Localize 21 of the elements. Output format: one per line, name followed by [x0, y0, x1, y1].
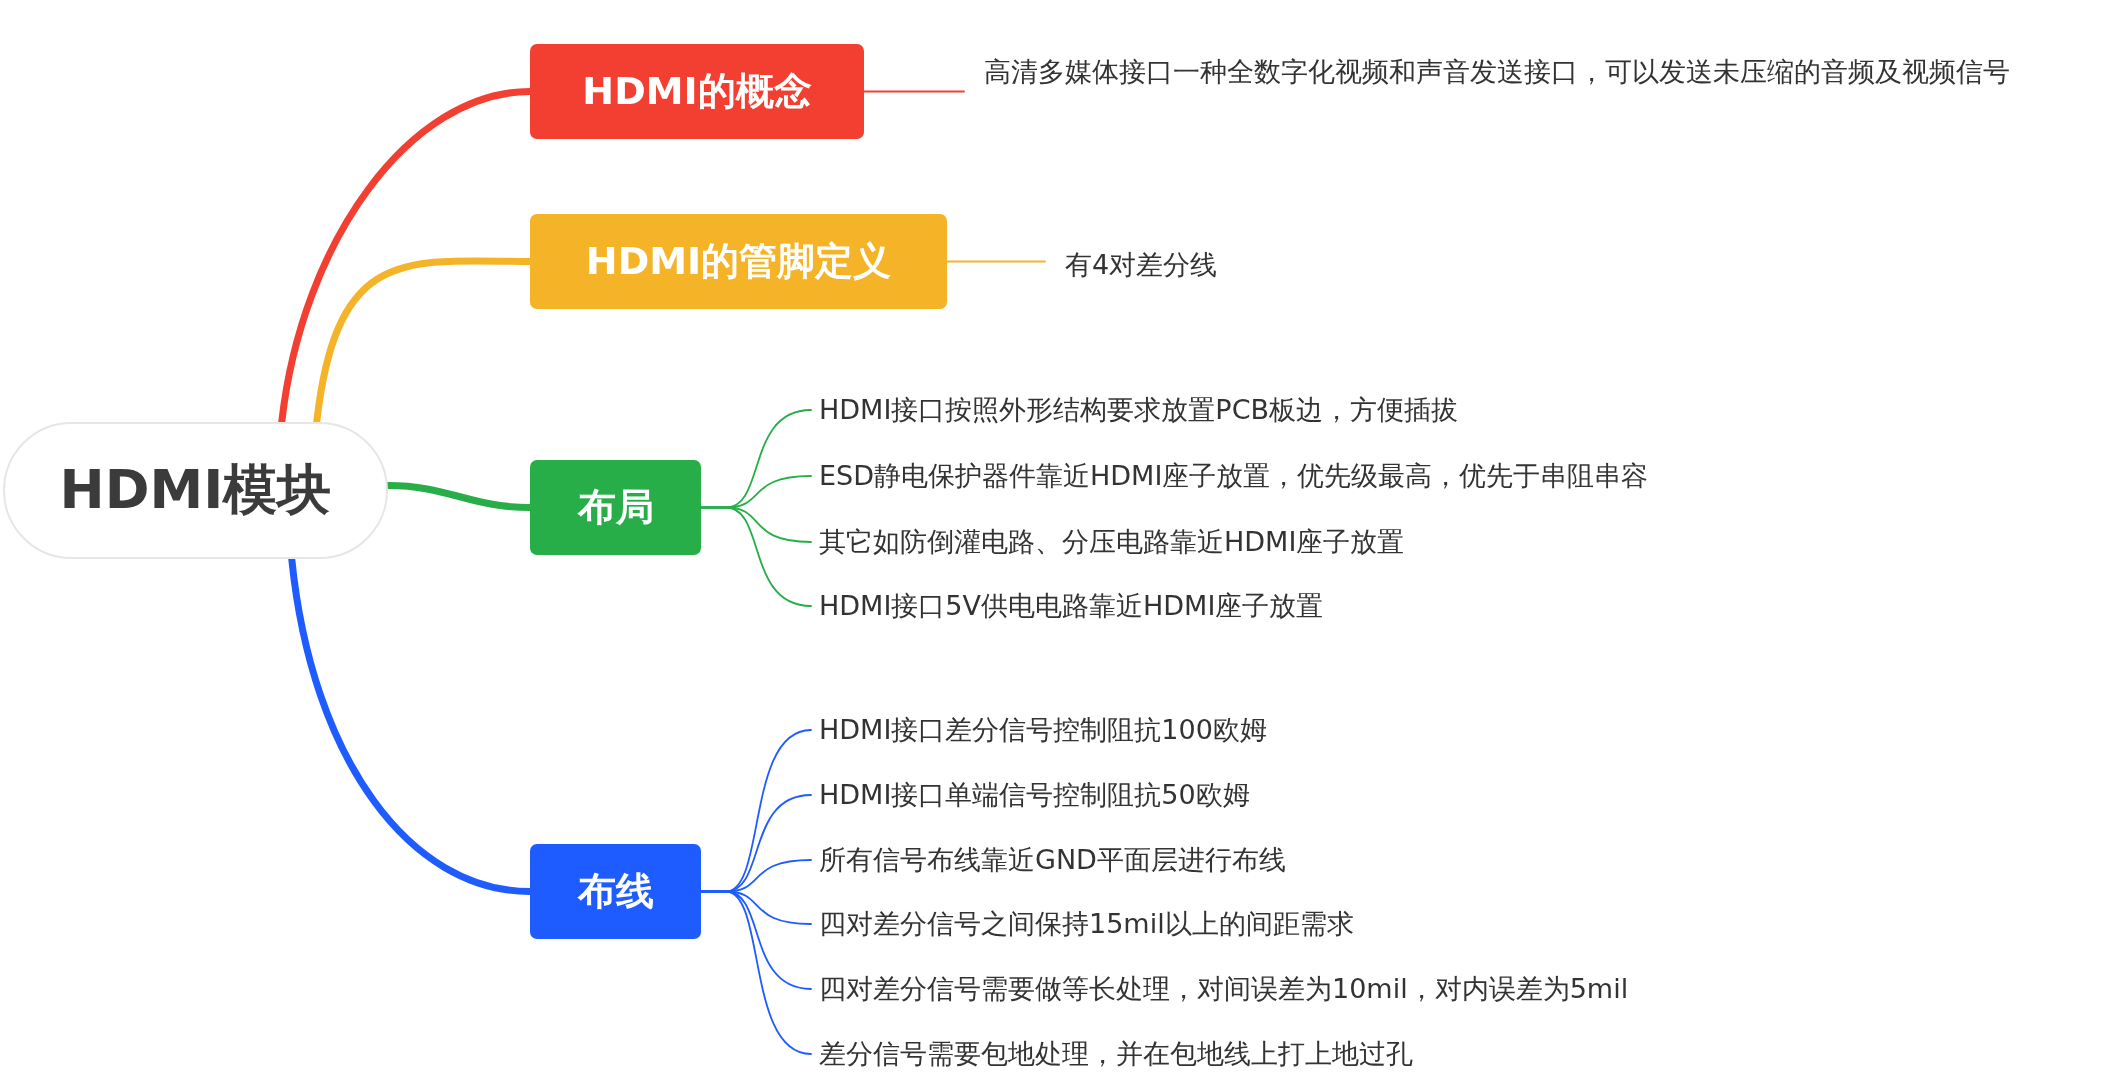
- branch-line: [700, 890, 812, 1055]
- topic-box: HDMI的管脚定义: [530, 214, 947, 309]
- branch-line: [946, 260, 1046, 263]
- note-text: 所有信号布线靠近GND平面层进行布线: [819, 840, 1286, 880]
- note-text: ESD静电保护器件靠近HDMI座子放置，优先级最高，优先于串阻串容: [819, 456, 1649, 496]
- note-text: 四对差分信号之间保持15mil以上的间距需求: [819, 904, 1354, 944]
- note-text: 有4对差分线: [1065, 245, 1218, 285]
- note-text: HDMI接口单端信号控制阻抗50欧姆: [819, 775, 1250, 815]
- branch-line: [863, 90, 965, 93]
- topic-box: HDMI的概念: [530, 44, 864, 139]
- note-text: 四对差分信号需要做等长处理，对间误差为10mil，对内误差为5mil: [819, 969, 1629, 1009]
- note-text: 其它如防倒灌电路、分压电路靠近HDMI座子放置: [819, 522, 1405, 562]
- note-text: HDMI接口差分信号控制阻抗100欧姆: [819, 710, 1267, 750]
- branch-line: [700, 506, 812, 607]
- note-text: 差分信号需要包地处理，并在包地线上打上地过孔: [819, 1034, 1413, 1074]
- note-text: HDMI接口按照外形结构要求放置PCB板边，方便插拔: [819, 390, 1458, 430]
- note-text: 高清多媒体接口一种全数字化视频和声音发送接口，可以发送未压缩的音频及视频信号: [984, 52, 2074, 92]
- topic-box: 布线: [530, 844, 701, 939]
- topic-box: 布局: [530, 460, 701, 555]
- note-text: HDMI接口5V供电电路靠近HDMI座子放置: [819, 586, 1324, 626]
- central-topic-box: HDMI模块: [3, 422, 388, 559]
